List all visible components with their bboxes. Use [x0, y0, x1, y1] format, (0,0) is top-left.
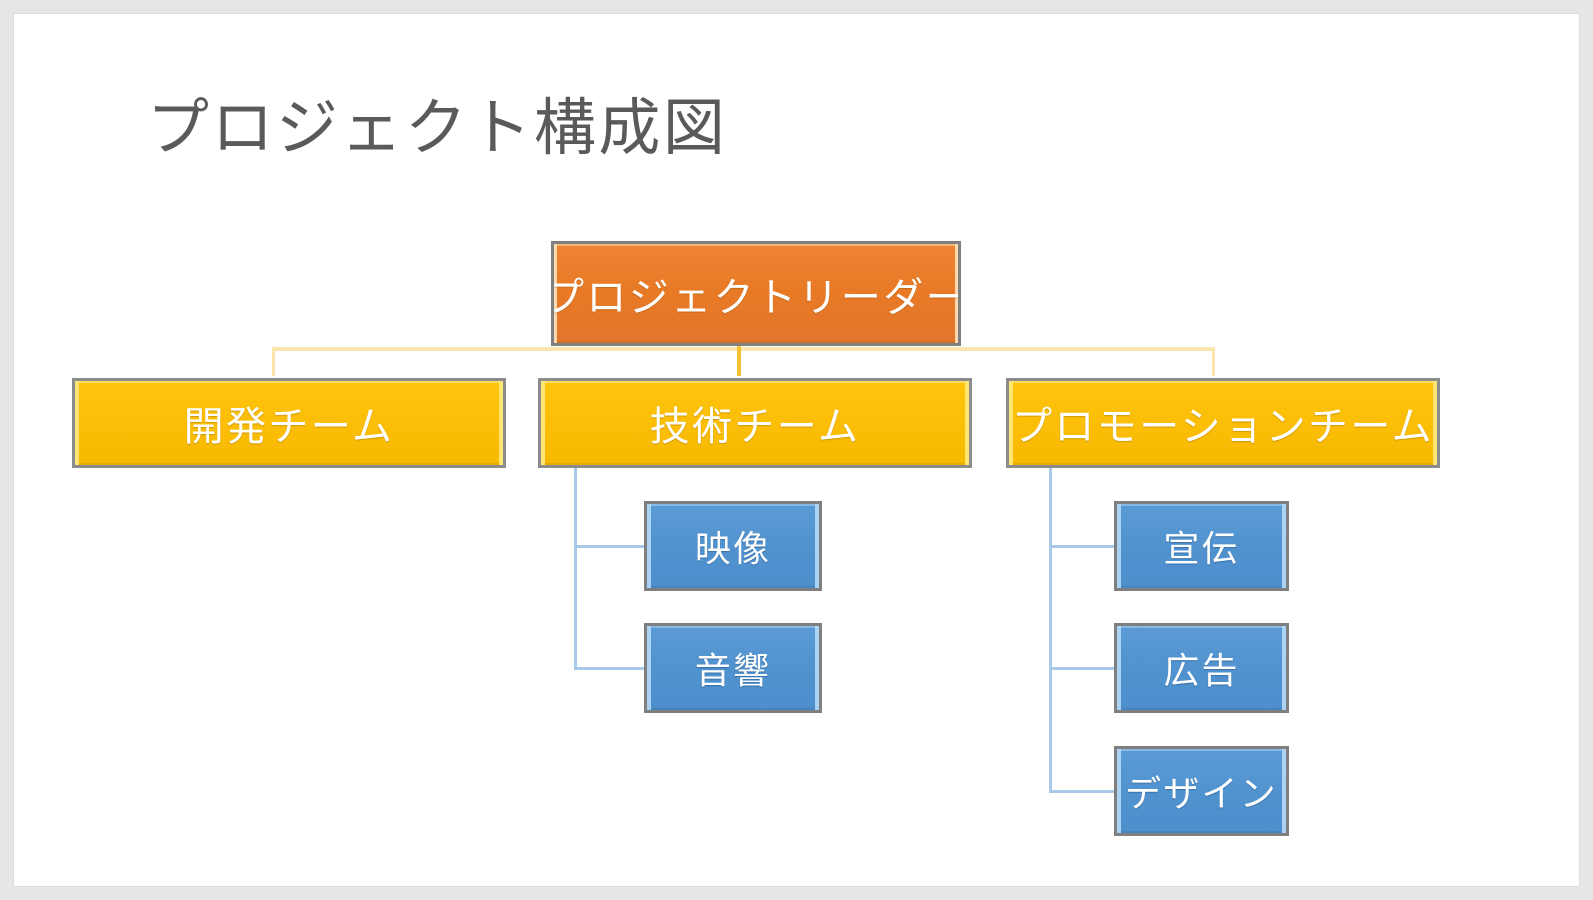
slide-canvas: プロジェクト構成図 プロジェクトリーダー 開発チーム 技術チーム プロモーション… — [14, 14, 1579, 886]
org-node-technical-team[interactable]: 技術チーム — [538, 378, 972, 468]
connector-to-team-1 — [737, 347, 741, 376]
org-node-audio[interactable]: 音響 — [644, 623, 822, 713]
connector-root-stub — [737, 330, 741, 362]
connector-tech-to-eizou — [574, 545, 647, 548]
connector-root-horizontal — [272, 347, 1215, 351]
connector-to-team-2 — [1212, 347, 1215, 376]
connector-promo-to-koukoku — [1049, 667, 1119, 670]
connector-promo-to-design — [1049, 790, 1119, 793]
connector-to-team-0 — [272, 347, 275, 376]
org-node-promotion-team[interactable]: プロモーションチーム — [1006, 378, 1440, 468]
org-node-design[interactable]: デザイン — [1114, 746, 1289, 836]
page-title: プロジェクト構成図 — [147, 91, 728, 164]
org-node-video[interactable]: 映像 — [644, 501, 822, 591]
connector-tech-to-onkyou — [574, 667, 647, 670]
connector-promo-spine — [1049, 455, 1052, 793]
org-node-publicity[interactable]: 宣伝 — [1114, 501, 1289, 591]
org-node-development-team[interactable]: 開発チーム — [72, 378, 506, 468]
org-node-project-leader[interactable]: プロジェクトリーダー — [551, 241, 961, 346]
connector-tech-spine — [574, 455, 577, 670]
connector-promo-to-senden — [1049, 545, 1119, 548]
org-node-advertising[interactable]: 広告 — [1114, 623, 1289, 713]
